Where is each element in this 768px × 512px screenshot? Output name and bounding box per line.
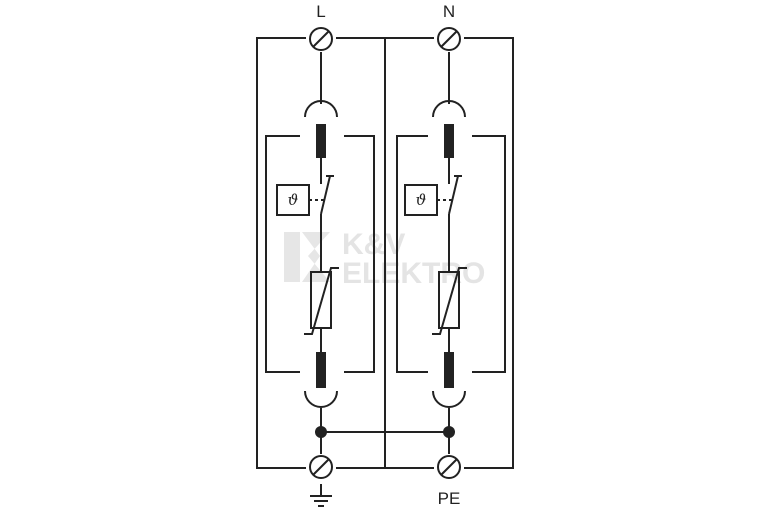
fuse-bottom-right [444, 352, 454, 388]
circuit-right [432, 52, 467, 454]
fuse-bottom-left [316, 352, 326, 388]
thermal-symbol-left: ϑ [288, 191, 299, 209]
terminal-label-n: N [443, 2, 455, 21]
connector-arc-bottom-left [304, 390, 338, 408]
thermal-switch-left [320, 175, 331, 215]
watermark-line2: ELEKTRO [342, 257, 485, 290]
watermark-logo [284, 232, 330, 282]
terminal-label-pe: PE [438, 489, 461, 508]
inner-box-right [396, 135, 506, 373]
junction-dot-left [315, 426, 327, 438]
thermal-box-left: ϑ [276, 184, 310, 216]
circuit-left [304, 52, 339, 454]
terminal-label-l: L [316, 2, 325, 21]
screw-terminal-icon-bottom-right [437, 455, 461, 479]
junction-dot-right [443, 426, 455, 438]
connector-arc-bottom-right [432, 390, 466, 408]
thermal-box-right: ϑ [404, 184, 438, 216]
connector-arc-top-right [432, 100, 466, 118]
screw-terminal-icon-top-right [437, 27, 461, 51]
ground-icon [310, 484, 332, 507]
screw-terminal-icon-top-left [309, 27, 333, 51]
thermal-symbol-right: ϑ [416, 191, 427, 209]
fuse-top-right [444, 124, 454, 158]
connector-arc-top-left [304, 100, 338, 118]
thermal-switch-right [448, 175, 459, 215]
screw-terminal-icon-bottom-left [309, 455, 333, 479]
fuse-top-left [316, 124, 326, 158]
